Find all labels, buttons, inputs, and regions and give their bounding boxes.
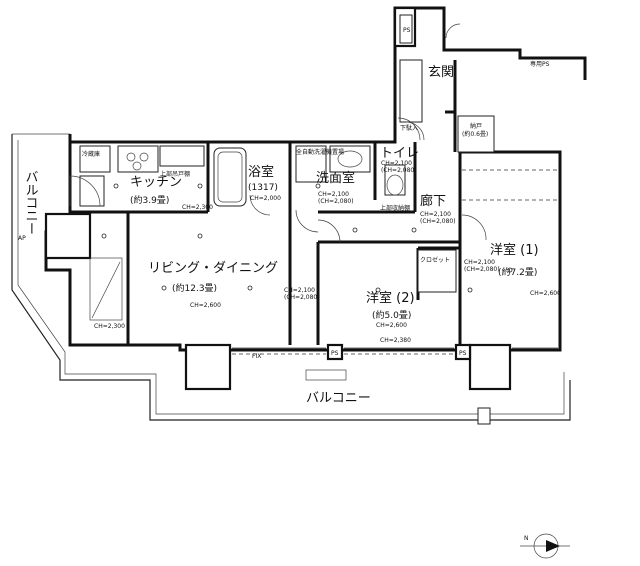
living-ch: CH=2,600	[190, 302, 221, 309]
storage-closet	[457, 115, 495, 153]
western1-ch2: (CH=2,080)	[464, 266, 500, 273]
washbasin	[329, 145, 371, 173]
shelf2-label: 上部収納棚	[380, 204, 410, 212]
balcony-left-label: バルコニー	[23, 170, 39, 235]
shelf-label: 上部吊戸棚	[160, 170, 190, 178]
closet2-label: クロゼット	[420, 256, 450, 264]
hallway-name: 廊下	[420, 193, 446, 209]
doors	[69, 23, 487, 243]
main-walls	[44, 6, 587, 352]
compass-north-label: N	[524, 535, 529, 542]
bathtub	[213, 147, 247, 207]
living-name: リビング・ダイニング	[148, 261, 278, 276]
mb-label: 専用PS	[530, 60, 550, 68]
washroom-ch1: CH=2,100	[318, 191, 349, 198]
ps-right-label: PS	[459, 350, 467, 357]
washroom-ch2: (CH=2,080)	[318, 198, 354, 205]
ceiling-lights	[101, 183, 513, 293]
western2-ch: CH=2,600	[376, 322, 407, 329]
kitchen-ch: CH=2,300	[182, 204, 213, 211]
hallway-ch2: (CH=2,080)	[420, 218, 456, 225]
toilet-ch1: CH=2,100	[381, 160, 412, 167]
western1-name: 洋室 (1)	[490, 242, 539, 258]
toilet-name: トイレ	[380, 146, 419, 161]
pillars	[44, 6, 512, 391]
fridge-label: 冷蔵庫	[82, 150, 100, 158]
storage-label: 納戸	[470, 122, 482, 130]
bath-name: 浴室	[248, 164, 274, 180]
storage-area-label: (約0.6畳)	[462, 130, 488, 138]
north-arrow-icon	[546, 540, 560, 552]
western2-area: (約5.0畳)	[372, 309, 411, 321]
balcony-bottom-name: バルコニー	[306, 391, 371, 406]
dining-ch-label: CH=2,300	[94, 323, 125, 330]
living-ch2-label: (CH=2,080)	[284, 294, 320, 301]
west2-ch-label: CH=2,380	[380, 337, 411, 344]
annotations: PS 納戸 (約0.6畳) 全自動洗濯機置場 冷蔵庫 上部吊戸棚 上部収納棚 ク…	[18, 27, 550, 360]
washroom-name: 洗面室	[316, 170, 355, 186]
stove	[117, 145, 159, 173]
exterior-outline	[11, 133, 571, 421]
western2-name: 洋室 (2)	[366, 290, 415, 306]
fixtures	[79, 14, 560, 321]
toilet-ch2: (CH=2,080)	[381, 167, 417, 174]
compass: N	[520, 533, 570, 559]
western1-area: (約7.2畳)	[498, 266, 537, 278]
kitchen-area: (約3.9畳)	[130, 194, 169, 206]
kitchen-name: キッチン	[130, 175, 182, 190]
western1-ch1: CH=2,100	[464, 259, 495, 266]
shoe-label: 下駄入	[400, 124, 418, 132]
ps-top-label: PS	[403, 27, 411, 34]
fridge-space	[79, 145, 111, 173]
hallway-ch1: CH=2,100	[420, 211, 451, 218]
living-ch1-label: CH=2,100	[284, 287, 315, 294]
bath-ch: CH=2,000	[250, 195, 281, 202]
western1-ch3: CH=2,600	[530, 290, 561, 297]
sink	[159, 145, 205, 167]
washing-machine	[295, 145, 327, 183]
room-labels: キッチン (約3.9畳) CH=2,300 リビング・ダイニング (約12.3畳…	[130, 65, 561, 406]
balcony-left-name: バルコニー	[23, 170, 39, 235]
ap-label: AP	[18, 235, 26, 242]
windows	[232, 347, 558, 425]
wash-machine-label: 全自動洗濯機置場	[296, 148, 344, 156]
closet-2	[417, 249, 457, 293]
ps-mid-label: PS	[331, 350, 339, 357]
fix-label: FIX	[252, 353, 261, 360]
bath-size: (1317)	[248, 183, 278, 193]
living-area: (約12.3畳)	[172, 282, 217, 294]
entrance-name: 玄関	[428, 65, 454, 80]
